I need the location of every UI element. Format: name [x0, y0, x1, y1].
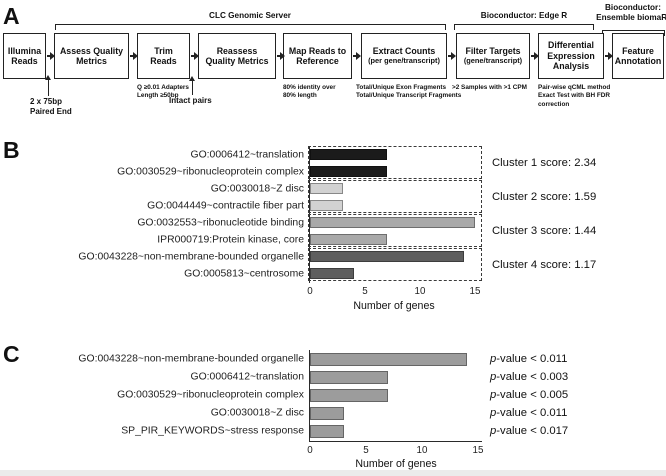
- axis-tick-label: 5: [363, 444, 369, 456]
- bar-row-label: GO:0006412~translation: [190, 149, 304, 160]
- x-axis-title: Number of genes: [353, 300, 435, 312]
- bar-row-label: GO:0006412~translation: [190, 371, 304, 383]
- axis-tick-label: 0: [307, 444, 313, 456]
- bar: [310, 183, 343, 194]
- cluster-box: [308, 145, 482, 179]
- pipeline-section-label: Bioconductor: Edge R: [480, 11, 568, 20]
- axis-tick-label: 0: [307, 286, 313, 297]
- up-arrow-icon: [43, 75, 52, 96]
- cluster-score-label: Cluster 1 score: 2.34: [492, 156, 597, 169]
- flow-arrow-icon: [47, 52, 55, 59]
- bar-row-label: GO:0044449~contractile fiber part: [147, 200, 304, 211]
- pvalue-label: p-value < 0.017: [490, 425, 569, 438]
- cluster-score-label: Cluster 3 score: 1.44: [492, 224, 597, 237]
- bar: [310, 406, 344, 420]
- axis-tick-label: 10: [416, 444, 428, 456]
- axis-tick-label: 15: [472, 444, 484, 456]
- flow-arrow-icon: [277, 52, 285, 59]
- axis-tick-label: 5: [362, 286, 368, 297]
- pvalue-label: p-value < 0.011: [490, 407, 568, 420]
- bar-row-label: GO:0043228~non-membrane-bounded organell…: [78, 353, 304, 365]
- bar: [310, 234, 387, 245]
- bar-row-label: GO:0030018~Z disc: [210, 183, 304, 194]
- pipeline-step: Filter Targets(gene/transcript): [456, 33, 530, 79]
- axis-tick-label: 15: [469, 286, 481, 297]
- bar-row-label: GO:0030529~ribonucleoprotein complex: [117, 166, 304, 177]
- cluster-box: [308, 179, 482, 213]
- bar: [310, 149, 387, 160]
- x-axis-line: [308, 440, 482, 442]
- panel-letter-a: A: [3, 3, 20, 29]
- bar: [310, 200, 343, 211]
- bar-row-label: GO:0030018~Z disc: [210, 407, 304, 419]
- bar-row-label: GO:0043228~non-membrane-bounded organell…: [78, 251, 304, 262]
- pipeline-step: Extract Counts(per gene/transcript): [361, 33, 447, 79]
- axis-tick-label: 10: [414, 286, 426, 297]
- page-edge-strip: [0, 470, 666, 476]
- bar: [310, 388, 389, 402]
- bar: [310, 268, 354, 279]
- bar-row-label: SP_PIR_KEYWORDS~stress response: [121, 425, 304, 437]
- bar: [310, 166, 387, 177]
- pipeline-section-label: Bioconductor:Ensemble biomaRt: [596, 3, 666, 22]
- flow-arrow-icon: [191, 52, 199, 59]
- flow-arrow-icon: [353, 52, 361, 59]
- pipeline-section-label: CLC Genomic Server: [209, 11, 291, 20]
- bar-row-label: GO:0030529~ribonucleoprotein complex: [117, 389, 304, 401]
- cluster-score-label: Cluster 4 score: 1.17: [492, 258, 597, 271]
- pipeline-section-bracket: [55, 24, 446, 30]
- bar: [310, 424, 344, 438]
- pvalue-label: p-value < 0.011: [490, 353, 568, 366]
- x-axis-title: Number of genes: [355, 457, 437, 470]
- panel-letter-b: B: [3, 137, 20, 163]
- cluster-box: [308, 213, 482, 247]
- flow-arrow-icon: [448, 52, 456, 59]
- pvalue-label: p-value < 0.005: [490, 389, 569, 402]
- flow-arrow-icon: [531, 52, 539, 59]
- intact-pairs-annotation: Intact pairs: [169, 96, 212, 105]
- bar: [310, 352, 467, 366]
- bar-row-label: IPR000719:Protein kinase, core: [157, 234, 304, 245]
- bar: [310, 370, 389, 384]
- flow-arrow-icon: [605, 52, 613, 59]
- bar: [310, 251, 464, 262]
- cluster-box: [308, 247, 482, 281]
- bar-row-label: GO:0032553~ribonucleotide binding: [137, 217, 304, 228]
- y-axis-line: [308, 350, 310, 441]
- up-arrow-icon: [187, 76, 196, 95]
- bar: [310, 217, 475, 228]
- step-parameter-note: >2 Samples with >1 CPM: [452, 84, 527, 91]
- panel-letter-c: C: [3, 341, 20, 367]
- pvalue-label: p-value < 0.003: [490, 371, 569, 384]
- cluster-score-label: Cluster 2 score: 1.59: [492, 190, 597, 203]
- bar-row-label: GO:0005813~centrosome: [184, 268, 304, 279]
- pipeline-section-bracket: [454, 24, 594, 30]
- flow-arrow-icon: [130, 52, 138, 59]
